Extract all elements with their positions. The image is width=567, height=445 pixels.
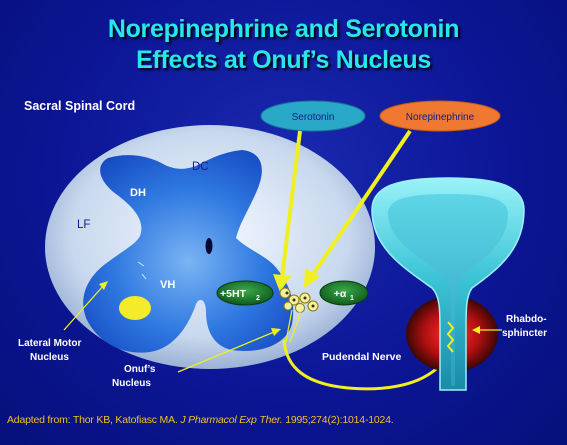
label-lf: LF [77, 219, 90, 231]
norepinephrine-arrowhead [304, 268, 320, 288]
citation-journal: J Pharmacol Exp Ther. [180, 414, 283, 426]
norepinephrine-arrow [310, 129, 412, 278]
vh-fiber-marks [137, 261, 147, 280]
nerve-terminals [446, 321, 455, 353]
central-canal [205, 238, 213, 254]
label-rhabdo-2: sphincter [502, 328, 547, 339]
rhabdo-arrowhead [472, 326, 480, 334]
bladder-lumen [388, 194, 508, 386]
label-vh: VH [160, 279, 175, 291]
serotonin-label: Serotonin [292, 112, 335, 123]
title-line-2: Effects at Onuf’s Nucleus [136, 46, 431, 74]
label-dh: DH [130, 187, 146, 199]
label-rhabdo-1: Rhabdo- [506, 314, 547, 325]
title-line-1: Norepinephrine and Serotonin [107, 15, 460, 43]
label-onufs-2: Nucleus [112, 378, 151, 389]
receptor-alpha1-label: +α [334, 288, 347, 300]
label-lateral-motor-1: Lateral Motor [18, 338, 81, 349]
pudendal-nerve [282, 339, 450, 391]
label-onufs-1: Onuf’s [124, 364, 156, 375]
slide-title: Norepinephrine and Serotonin Effects at … [0, 14, 567, 76]
receptor-5ht2-pill [216, 280, 274, 306]
receptor-5ht2-label: +5HT [220, 288, 247, 300]
receptor-alpha1-sub: 1 [350, 295, 354, 302]
citation-suffix: 1995;274(2):1014-1024. [282, 414, 394, 426]
onufs-nucleus-shape [119, 296, 151, 320]
label-dc: DC [192, 161, 209, 173]
citation-prefix: Adapted from: Thor KB, Katofiasc MA. [7, 414, 181, 426]
norepinephrine-label: Norepinephrine [406, 112, 475, 123]
citation: Adapted from: Thor KB, Katofiasc MA. J P… [7, 414, 562, 426]
serotonin-pill [260, 100, 366, 132]
norepinephrine-pill [379, 100, 501, 132]
onufs-arrowhead [271, 328, 281, 336]
motor-neuron-cluster [279, 287, 319, 343]
serotonin-arrow [280, 130, 302, 279]
receptor-5ht2-sub: 2 [256, 295, 260, 302]
section-label: Sacral Spinal Cord [24, 99, 135, 113]
onufs-arrow [177, 331, 275, 373]
lateral-motor-arrow [63, 284, 105, 331]
label-lateral-motor-2: Nucleus [30, 352, 69, 363]
lateral-motor-arrowhead [99, 281, 108, 290]
receptor-alpha1-pill [319, 280, 369, 306]
label-pudendal-nerve: Pudendal Nerve [322, 351, 402, 363]
serotonin-arrowhead [273, 274, 291, 292]
